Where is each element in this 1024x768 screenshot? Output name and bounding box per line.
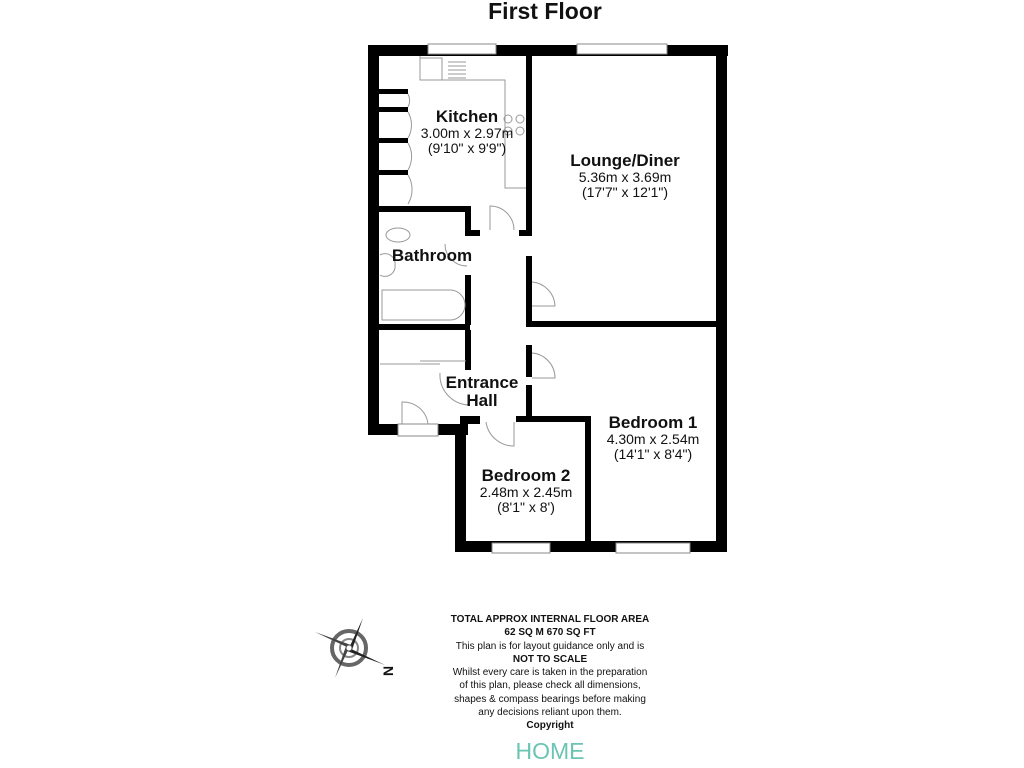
room-kitchen: Kitchen 3.00m x 2.97m (9'10" x 9'9") — [420, 107, 514, 157]
room-lounge-diner: Lounge/Diner 5.36m x 3.69m (17'7" x 12'1… — [570, 151, 680, 201]
room-entrance-hall: Entrance Hall — [445, 373, 519, 411]
room-bedroom-2: Bedroom 2 2.48m x 2.45m (8'1" x 8') — [479, 466, 573, 516]
room-bedroom-1: Bedroom 1 4.30m x 2.54m (14'1" x 8'4") — [606, 413, 700, 463]
compass-rose-icon: N — [315, 618, 396, 678]
page-title: First Floor — [488, 0, 602, 24]
floor-area-notes: TOTAL APPROX INTERNAL FLOOR AREA 62 SQ M… — [450, 614, 650, 732]
brand-logo: HOME — [515, 738, 585, 764]
room-bathroom: Bathroom — [391, 246, 473, 265]
compass-north-label: N — [380, 666, 396, 676]
